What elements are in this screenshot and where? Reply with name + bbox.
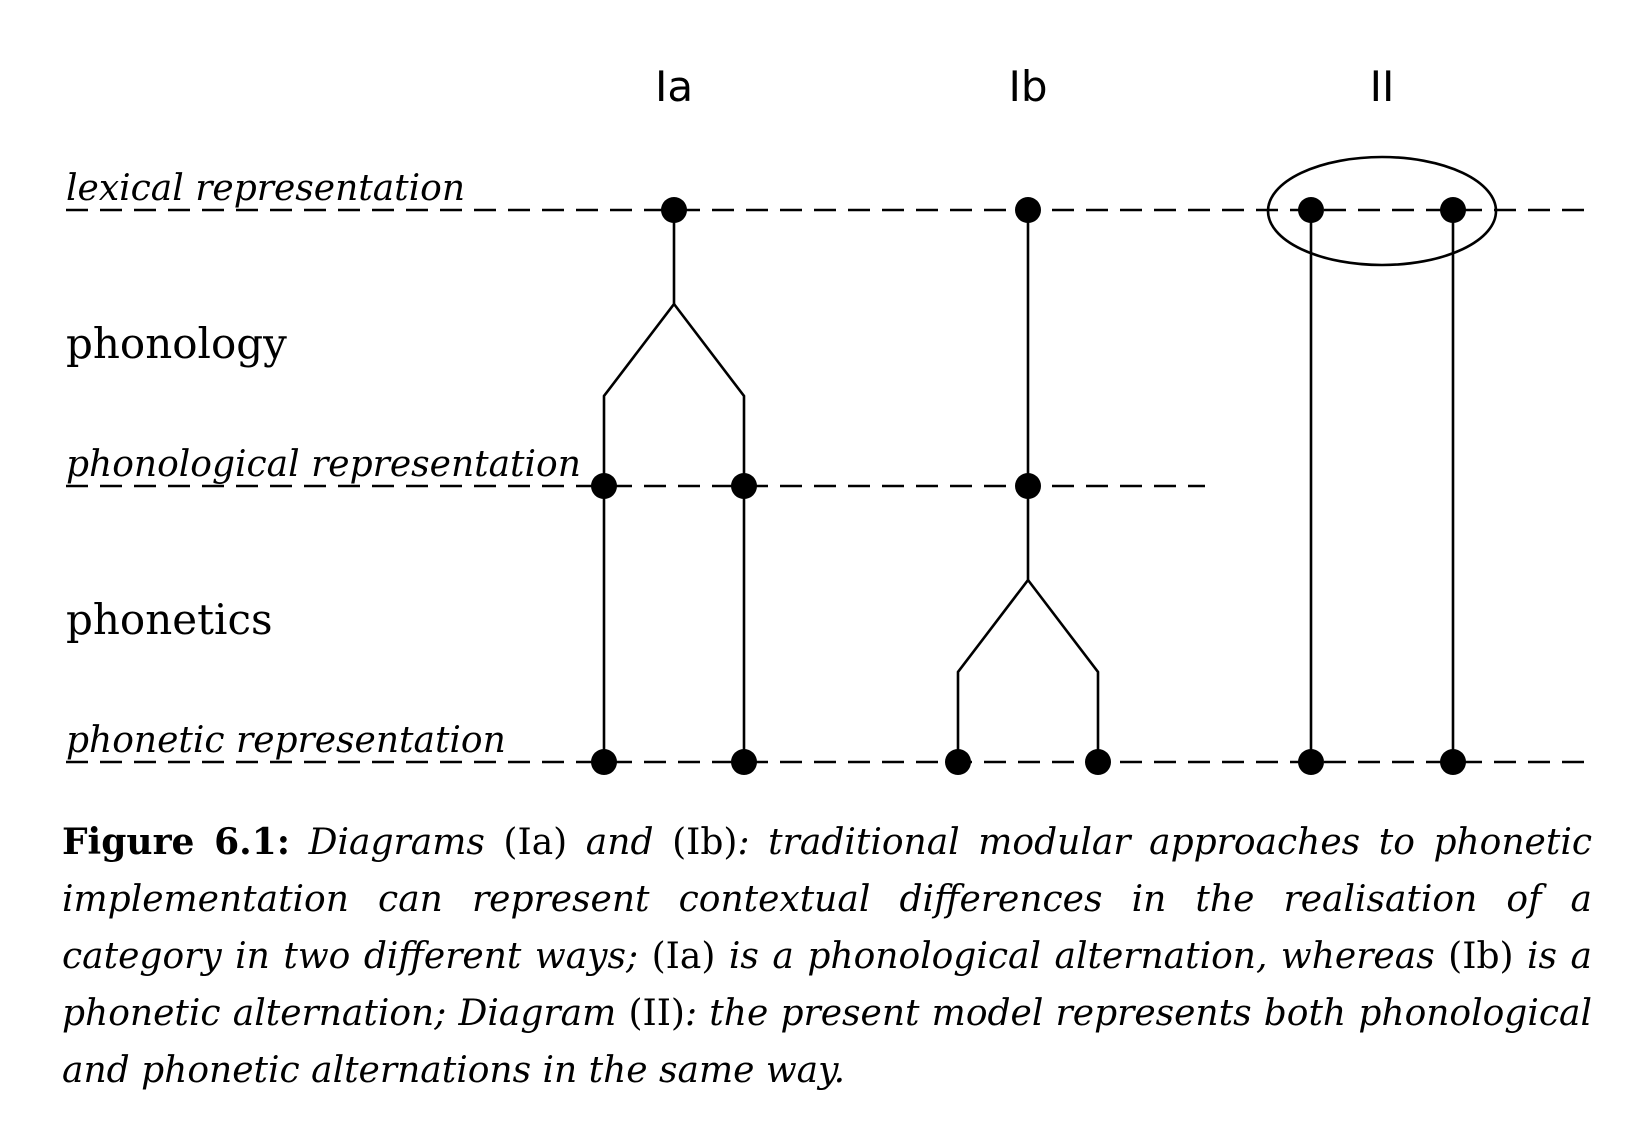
ii-phonetic-node-left <box>1298 749 1324 775</box>
ib-phonological-node <box>1015 473 1041 499</box>
level-label-phonological: phonological representation <box>66 444 581 485</box>
ib-branch-left <box>956 486 1030 762</box>
caption-segment: and <box>567 822 673 863</box>
caption-ref-ii: (II) <box>628 993 685 1034</box>
column-title-ia: Ia <box>655 62 693 111</box>
ib-lexical-node <box>1015 197 1041 223</box>
ib-branch-right <box>1026 579 1100 762</box>
column-title-ii: II <box>1370 62 1395 111</box>
caption-segment: Diagrams <box>290 822 504 863</box>
caption-segment: is a phonological alternation, whereas <box>715 936 1449 977</box>
caption-ref-ia: (Ia) <box>651 936 716 977</box>
column-title-ib: Ib <box>1008 62 1047 111</box>
stage-label-phonology: phonology <box>66 319 287 368</box>
ii-lexical-node-left <box>1298 197 1324 223</box>
level-label-phonetic: phonetic representation <box>66 720 506 761</box>
stage-label-phonetics: phonetics <box>66 595 273 644</box>
ii-phonetic-node-right <box>1440 749 1466 775</box>
ia-phonetic-node-left <box>591 749 617 775</box>
caption-ref-ia: (Ia) <box>503 822 568 863</box>
figure-caption: Figure 6.1: Diagrams (Ia) and (Ib): trad… <box>62 814 1592 1099</box>
ii-category-ellipse <box>1266 155 1498 267</box>
caption-ref-ib: (Ib) <box>1448 936 1514 977</box>
ia-phonological-node-right <box>731 473 757 499</box>
ia-phonetic-node-right <box>731 749 757 775</box>
caption-ref-ib: (Ib) <box>672 822 738 863</box>
level-label-lexical: lexical representation <box>66 168 465 209</box>
ia-lexical-node <box>661 197 687 223</box>
ii-lexical-node-right <box>1440 197 1466 223</box>
ib-phonetic-node-right <box>1085 749 1111 775</box>
ia-branch-left <box>602 210 676 486</box>
ia-branch-right <box>672 303 746 486</box>
ib-phonetic-node-left <box>945 749 971 775</box>
figure-label: Figure 6.1: <box>62 821 291 863</box>
caption-segment: is a phonetic alternation; Diagram <box>62 936 1592 1034</box>
ia-phonological-node-left <box>591 473 617 499</box>
representation-diagram: Ia Ib II lexical representation phonolog… <box>66 62 1592 775</box>
caption-segment: : the present model represents both phon… <box>62 993 1592 1091</box>
caption-segment: : traditional modular approaches to phon… <box>62 822 1592 977</box>
